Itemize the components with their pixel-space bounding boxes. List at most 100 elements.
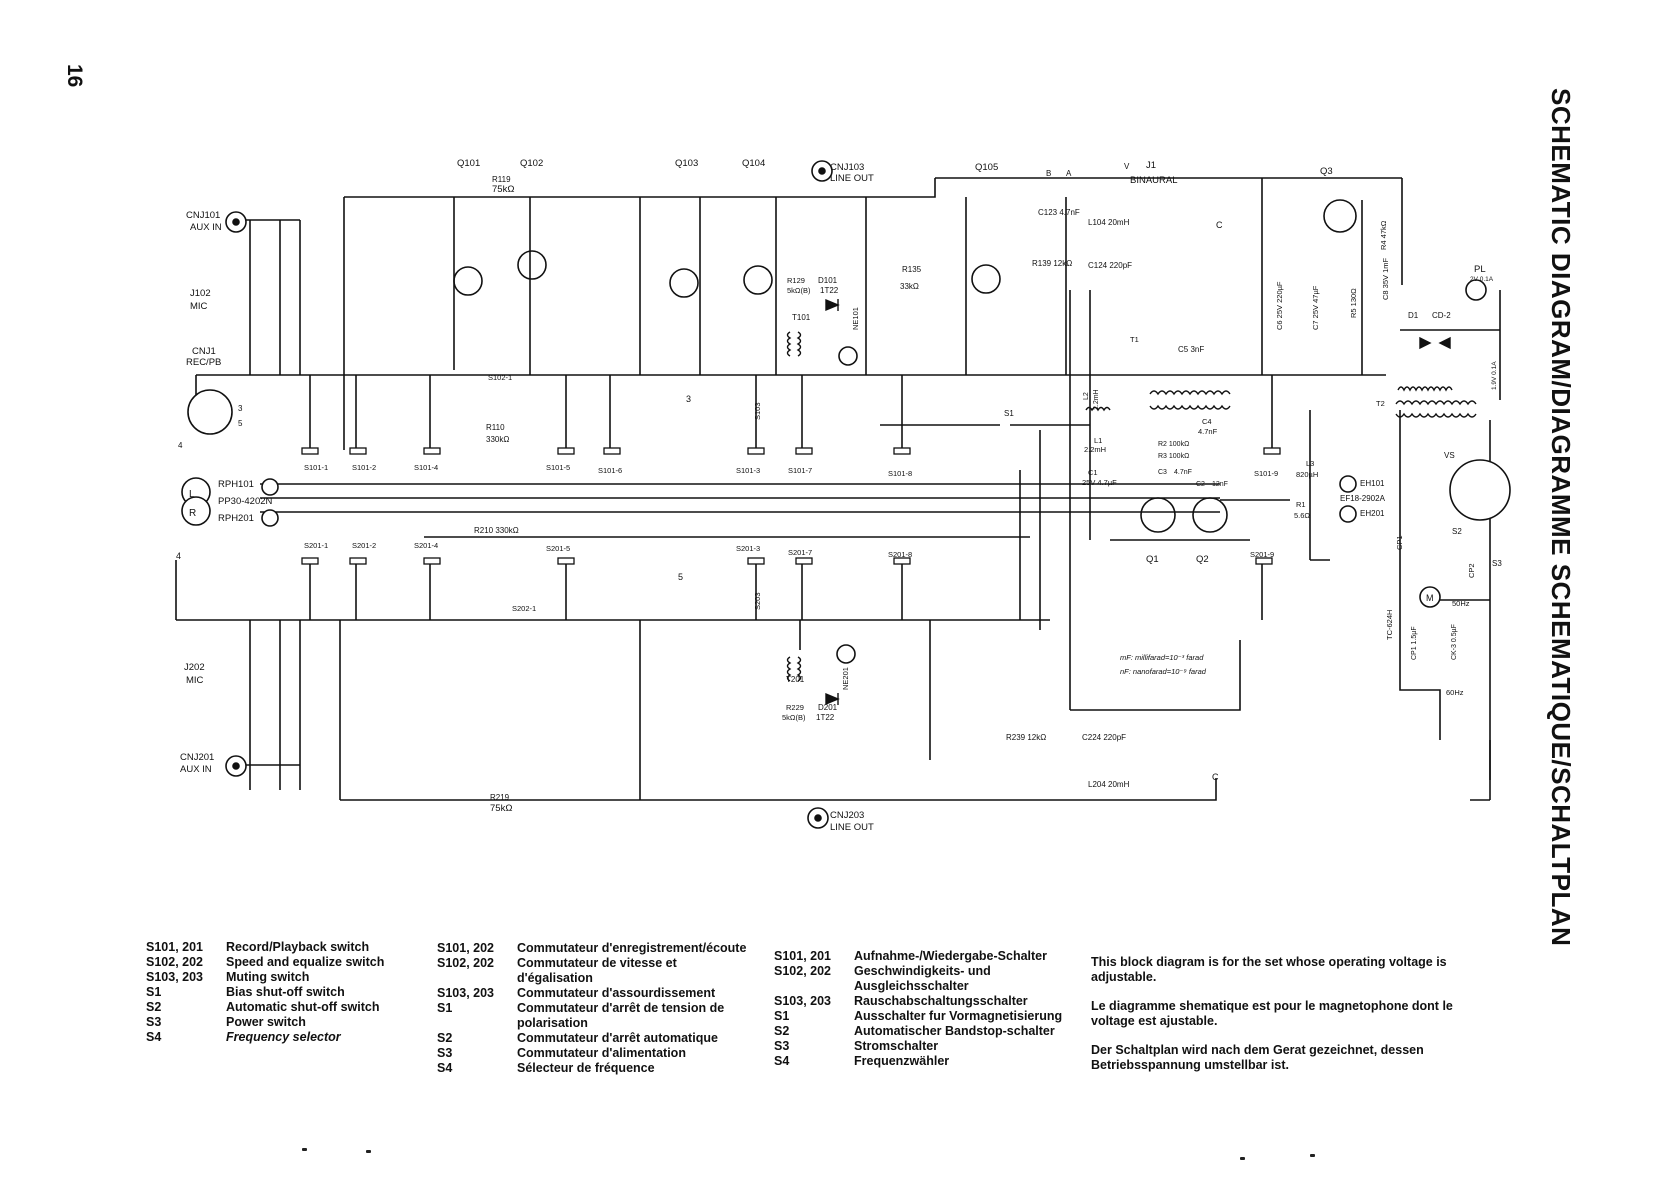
label-cnj201-sub: AUX IN (180, 764, 212, 775)
switch-s201-5[interactable] (557, 557, 575, 565)
label-cnj103-sub: LINE OUT (830, 173, 874, 184)
indicator-tube-vs (1449, 459, 1511, 521)
switch-s101-3[interactable] (747, 447, 765, 455)
label-t201: T201 (786, 675, 805, 684)
label-c2-value: 12nF (1212, 481, 1228, 488)
label-l104: L104 20mH (1088, 218, 1130, 227)
unit-note-nanofarad: nF: nanofarad=10⁻⁹ farad (1120, 667, 1207, 676)
label-l3-value: 820µH (1296, 470, 1318, 479)
label-cp1-15: CP1 1.5µF (1411, 626, 1418, 660)
label-r129-value: 5kΩ(B) (787, 286, 811, 295)
label-ck3-05: CK-3 0.5µF (1451, 624, 1458, 660)
switch-s101-2[interactable] (349, 447, 367, 455)
legend-desc: Bias shut-off switch (226, 985, 345, 999)
label-rph101: RPH101 (218, 479, 254, 490)
switch-s101-7[interactable] (795, 447, 813, 455)
legend-desc: Frequenzwähler (854, 1054, 950, 1068)
label-cp2: CP2 (1467, 563, 1476, 578)
label-s101-2: S101-2 (352, 463, 376, 472)
headphone-jack-2[interactable] (261, 509, 279, 527)
label-t1: T1 (1130, 335, 1139, 344)
label-q3: Q3 (1320, 166, 1333, 177)
label-l2: L2 (1083, 392, 1090, 400)
switch-s201-2[interactable] (349, 557, 367, 565)
switch-s101-4[interactable] (423, 447, 441, 455)
legend-row: S103, 203 Commutateur d'assourdissement (437, 986, 752, 1001)
scan-speck (1310, 1154, 1315, 1157)
label-s2: S2 (1452, 527, 1462, 536)
legend-desc: Automatischer Bandstop-schalter (854, 1024, 1055, 1038)
label-r129: R129 (787, 276, 805, 285)
connector-symbols (181, 160, 1511, 829)
schematic-labels: Q101 Q102 Q103 Q104 Q105 Q1 Q2 Q3 CNJ101… (176, 158, 1502, 833)
label-c-top: C (1216, 220, 1223, 230)
legend-desc: Rauschabschaltungsschalter (854, 994, 1028, 1008)
switch-s101-1[interactable] (301, 447, 319, 455)
label-ef18: EF18-2902A (1340, 494, 1386, 503)
label-s1: S1 (1004, 409, 1014, 418)
label-l3: L3 (1306, 459, 1314, 468)
switch-s101-9[interactable] (1263, 447, 1281, 455)
label-q2: Q2 (1196, 554, 1209, 565)
label-node-4: 4 (176, 551, 181, 561)
label-s101-4: S101-4 (414, 463, 438, 472)
rec-pb-din-socket[interactable] (187, 389, 233, 435)
note-english: This block diagram is for the set whose … (1091, 955, 1447, 984)
switch-s201-9[interactable] (1255, 557, 1273, 565)
switch-s201-1[interactable] (301, 557, 319, 565)
legend-id: S102, 202 (146, 955, 203, 969)
label-s203: S203 (753, 592, 762, 610)
switch-s201-8[interactable] (893, 557, 911, 565)
label-tc624h: TC-624H (1385, 610, 1394, 640)
legend-id: S1 (437, 1001, 453, 1015)
label-rph201: RPH201 (218, 513, 254, 524)
legend-desc: Commutateur d'arrêt automatique (517, 1031, 718, 1045)
legend-id: S103, 203 (437, 986, 494, 1000)
label-s3: S3 (1492, 559, 1502, 568)
switch-s201-4[interactable] (423, 557, 441, 565)
legend-desc: Sélecteur de fréquence (517, 1061, 655, 1075)
label-l1-value: 2.2mH (1084, 445, 1106, 454)
transformer-coils (786, 331, 1477, 682)
label-s101-8: S101-8 (888, 469, 912, 478)
label-r210: R210 330kΩ (474, 526, 519, 535)
switch-s101-5[interactable] (557, 447, 575, 455)
switch-s101-8[interactable] (893, 447, 911, 455)
switch-s101-6[interactable] (603, 447, 621, 455)
label-r219: R219 (490, 793, 510, 802)
label-lamp-rating: 1.9V 0.1A (1491, 361, 1498, 390)
legend-id: S2 (774, 1024, 790, 1038)
legend-row: S2 Commutateur d'arrêt automatique (437, 1031, 752, 1046)
label-c124: C124 220pF (1088, 261, 1132, 270)
switch-s201-7[interactable] (795, 557, 813, 565)
label-r229-value: 5kΩ(B) (782, 713, 806, 722)
label-r2: R2 100kΩ (1158, 441, 1189, 448)
label-ne201: NE201 (841, 667, 850, 690)
label-r3: R3 100kΩ (1158, 453, 1189, 460)
unit-note-millifarad: mF: millifarad=10⁻³ farad (1120, 653, 1204, 662)
label-headphone-l: L (189, 489, 195, 500)
legend-id: S2 (437, 1031, 453, 1045)
label-r110-value: 330kΩ (486, 435, 509, 444)
legend-id: S1 (774, 1009, 790, 1023)
label-s101-9: S101-9 (1254, 469, 1278, 478)
label-ne101: NE101 (851, 307, 860, 330)
label-r139: R139 12kΩ (1032, 259, 1072, 268)
label-v: V (1124, 162, 1130, 171)
erase-head-1 (1339, 475, 1357, 493)
switch-contacts (301, 447, 1281, 565)
switch-s201-3[interactable] (747, 557, 765, 565)
label-60hz: 60Hz (1446, 688, 1464, 697)
label-pin-4: 4 (178, 441, 183, 450)
label-s201-5: S201-5 (546, 544, 570, 553)
legend-desc: Commutateur d'assourdissement (517, 986, 716, 1000)
label-d201: D201 (818, 703, 838, 712)
headphone-jack-1[interactable] (261, 478, 279, 496)
note-german: Der Schaltplan wird nach dem Gerat gezei… (1091, 1043, 1424, 1072)
